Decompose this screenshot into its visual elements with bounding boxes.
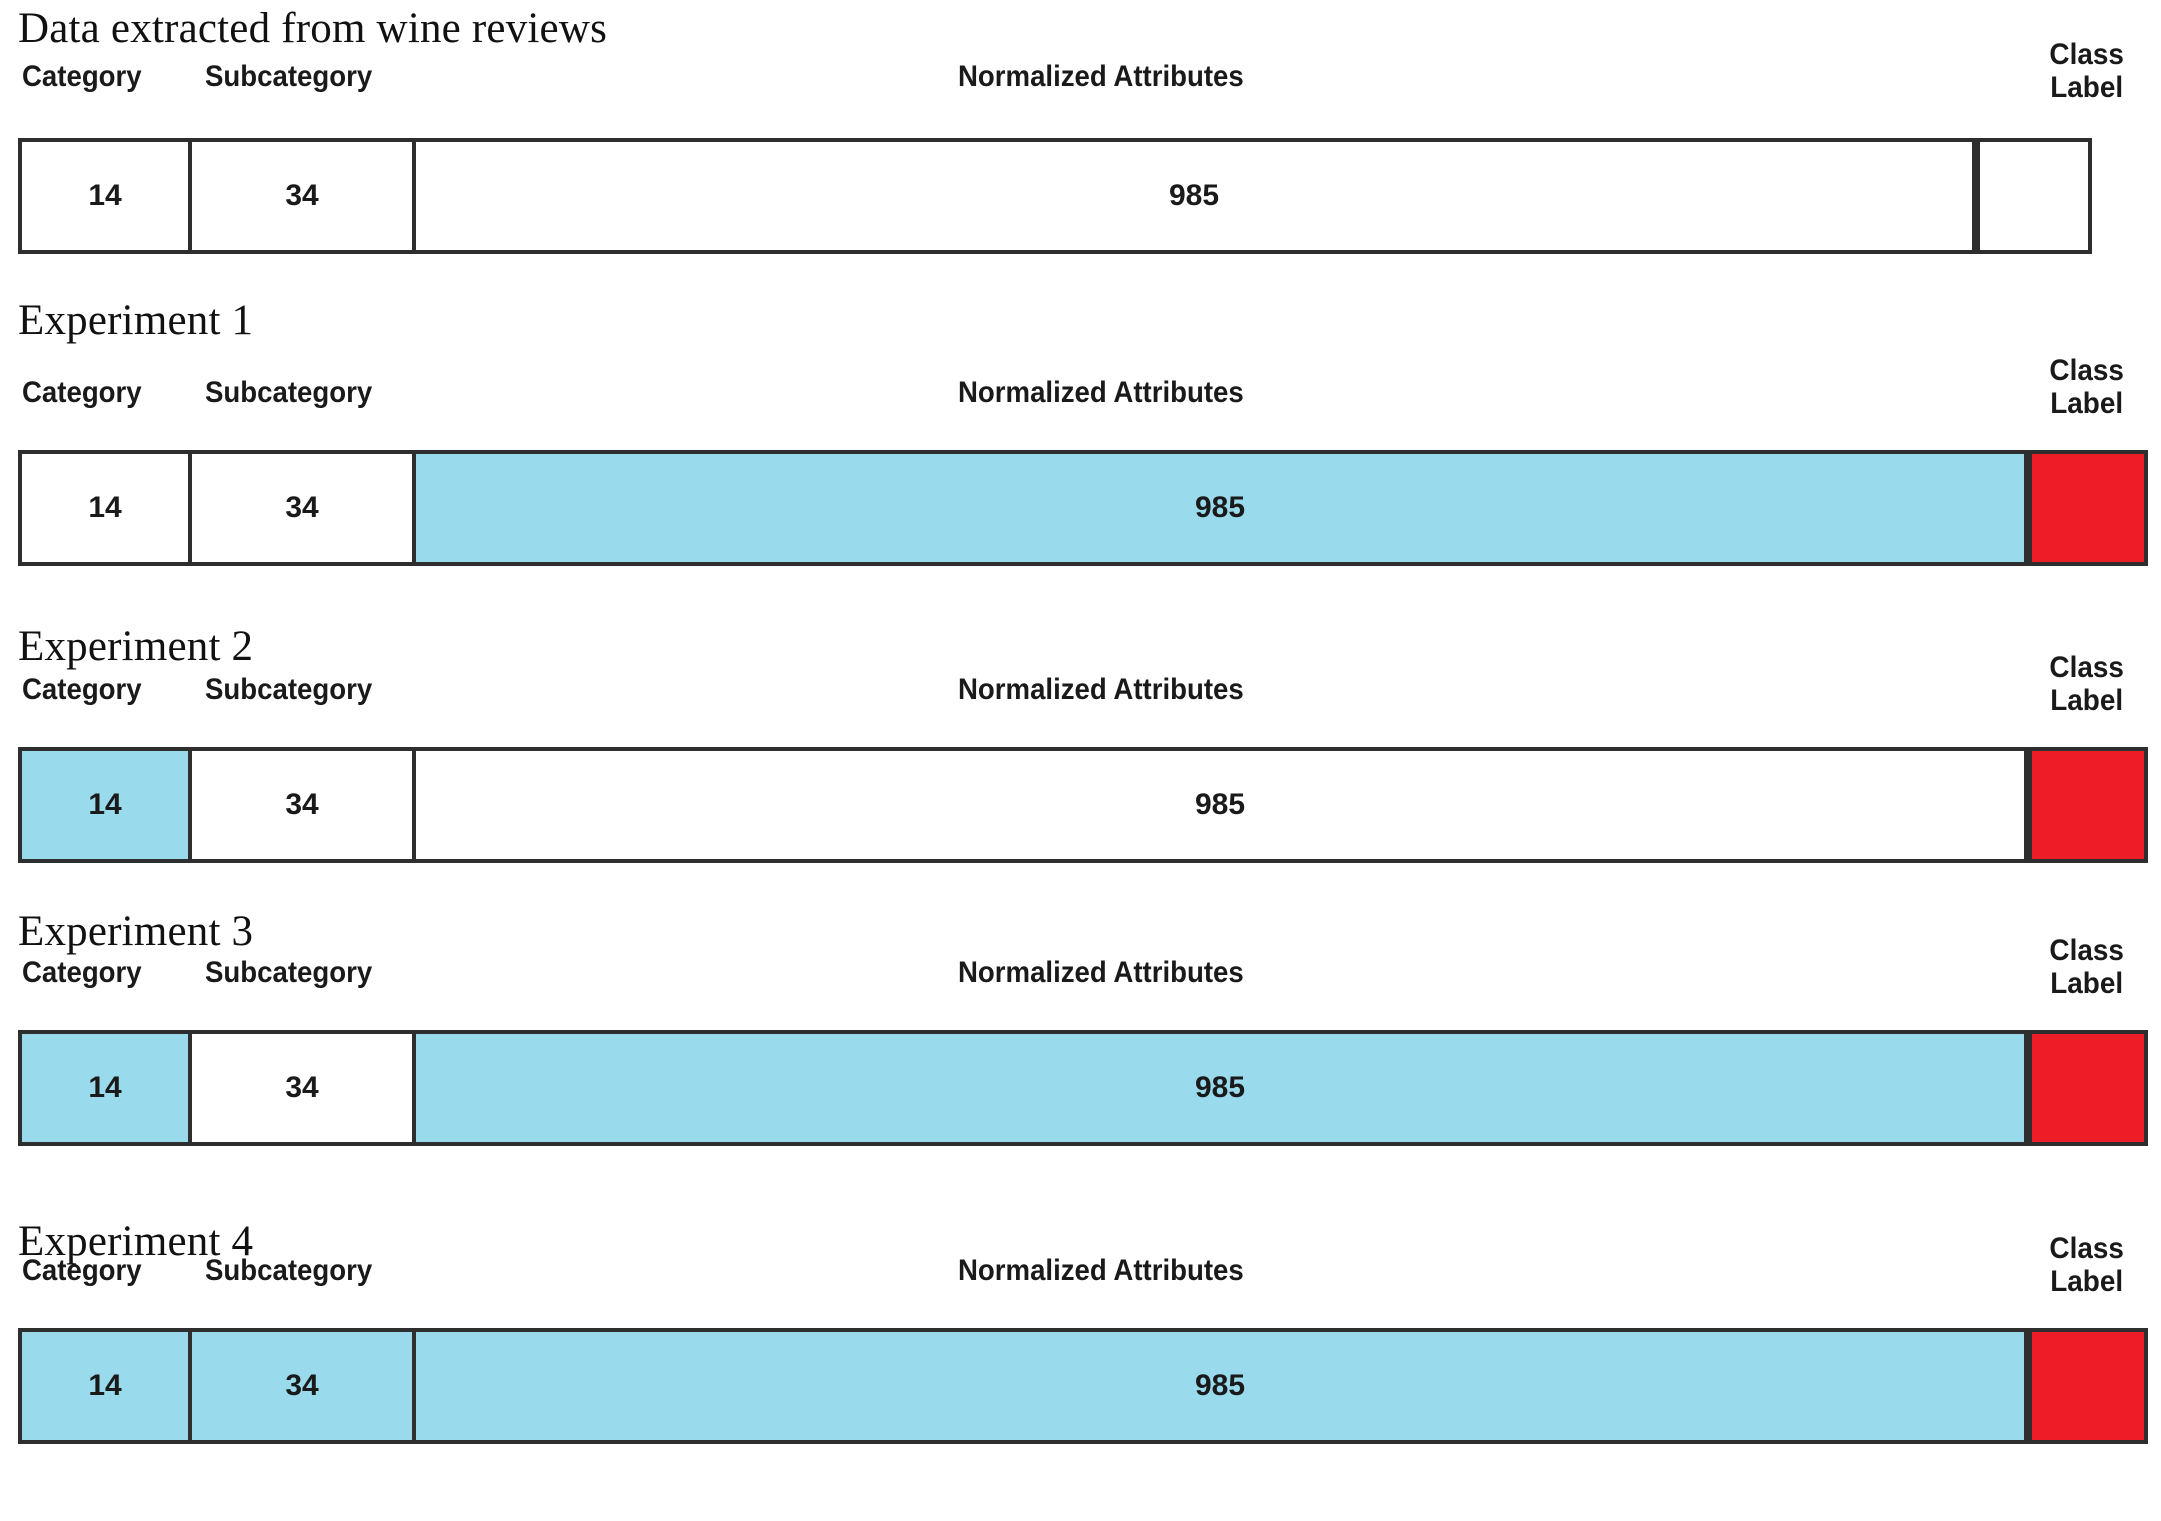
cell-category: 14 <box>22 1332 192 1440</box>
column-header-category: Category <box>22 60 142 93</box>
class-label-line-2: Label <box>2050 71 2124 104</box>
cell-class-label <box>2028 751 2144 859</box>
class-label-line-1: Class <box>2049 651 2124 684</box>
column-header-normalized-attributes: Normalized Attributes <box>958 956 1244 989</box>
column-header-row: Category Subcategory Normalized Attributes… <box>0 38 2161 120</box>
class-label-line-2: Label <box>2050 1265 2124 1298</box>
column-header-normalized-attributes: Normalized Attributes <box>958 376 1244 409</box>
cell-normalized-attributes: 985 <box>416 751 2028 859</box>
cell-class-label <box>2028 1332 2144 1440</box>
cell-normalized-attributes: 985 <box>416 142 1976 250</box>
cell-subcategory: 34 <box>192 1034 416 1142</box>
cell-class-label <box>1976 142 2088 250</box>
column-header-category: Category <box>22 673 142 706</box>
column-header-subcategory: Subcategory <box>205 673 373 706</box>
cell-category: 14 <box>22 454 192 562</box>
column-header-category: Category <box>22 956 142 989</box>
column-header-subcategory: Subcategory <box>205 60 373 93</box>
cell-category: 14 <box>22 142 192 250</box>
column-header-normalized-attributes: Normalized Attributes <box>958 60 1244 93</box>
section-title: Experiment 1 <box>18 297 254 344</box>
section-title: Experiment 3 <box>18 908 254 955</box>
section-title: Experiment 2 <box>18 623 254 670</box>
cell-category: 14 <box>22 751 192 859</box>
cell-normalized-attributes: 985 <box>416 1034 2028 1142</box>
cell-category: 14 <box>22 1034 192 1142</box>
class-label-line-2: Label <box>2050 387 2124 420</box>
cell-subcategory: 34 <box>192 1332 416 1440</box>
column-header-normalized-attributes: Normalized Attributes <box>958 673 1244 706</box>
class-label-line-2: Label <box>2050 967 2124 1000</box>
cell-class-label <box>2028 454 2144 562</box>
section-title: Experiment 4 <box>18 1218 254 1265</box>
column-header-normalized-attributes: Normalized Attributes <box>958 1254 1244 1287</box>
column-header-row: Category Subcategory Normalized Attributes… <box>0 934 2161 1016</box>
cell-normalized-attributes: 985 <box>416 1332 2028 1440</box>
cell-normalized-attributes: 985 <box>416 454 2028 562</box>
section-experiment-1: Experiment 1 Category Subcategory Normalize… <box>0 290 2161 570</box>
class-label-line-2: Label <box>2050 684 2124 717</box>
section-title: Data extracted from wine reviews <box>18 5 608 52</box>
column-header-category: Category <box>22 1254 142 1287</box>
cell-subcategory: 34 <box>192 454 416 562</box>
cell-class-label <box>2028 1034 2144 1142</box>
cell-subcategory: 34 <box>192 751 416 859</box>
column-header-category: Category <box>22 376 142 409</box>
column-header-subcategory: Subcategory <box>205 956 373 989</box>
class-label-line-1: Class <box>2049 354 2124 387</box>
column-header-subcategory: Subcategory <box>205 376 373 409</box>
column-header-row: Category Subcategory Normalized Attributes… <box>0 354 2161 436</box>
class-label-line-1: Class <box>2049 934 2124 967</box>
column-header-subcategory: Subcategory <box>205 1254 373 1287</box>
column-header-row: Category Subcategory Normalized Attributes… <box>0 1232 2161 1314</box>
class-label-line-1: Class <box>2049 38 2124 71</box>
column-header-row: Category Subcategory Normalized Attributes… <box>0 651 2161 733</box>
cell-subcategory: 34 <box>192 142 416 250</box>
class-label-line-1: Class <box>2049 1232 2124 1265</box>
